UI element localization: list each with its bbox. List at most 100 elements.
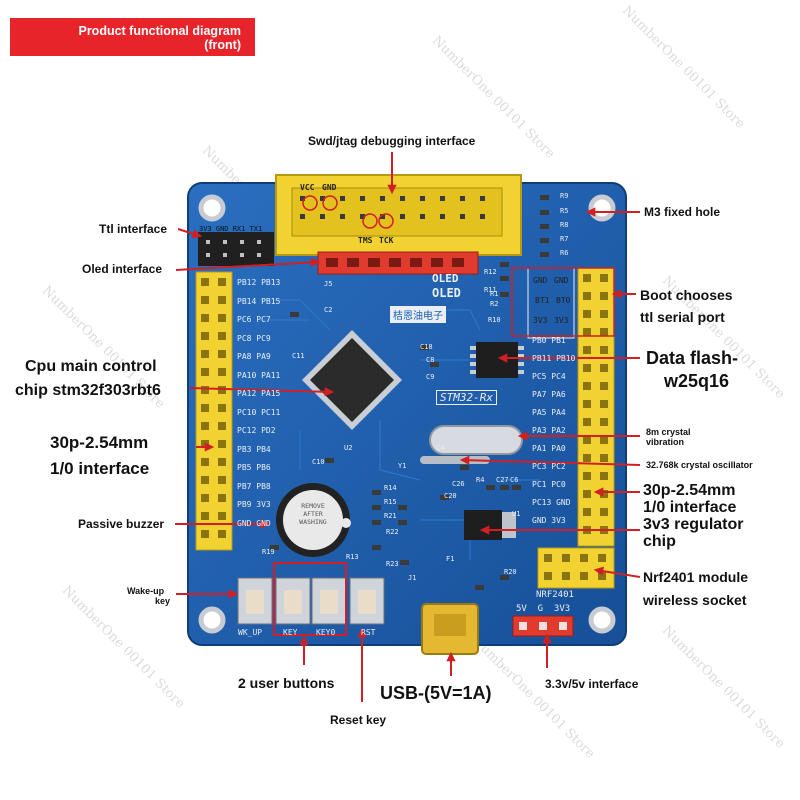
label-flash-2: w25q16 bbox=[664, 371, 730, 391]
ref-label: C20 bbox=[444, 492, 457, 500]
ref-label: C8 bbox=[426, 356, 435, 364]
pin-label: PB7 PB8 bbox=[237, 481, 271, 491]
ref-label: R9 bbox=[560, 192, 569, 200]
header-badge: Product functional diagram (front) bbox=[10, 18, 255, 56]
silk-chinese: 桔恩油电子 bbox=[390, 306, 446, 323]
pin-label: PA8 PA9 bbox=[237, 352, 271, 361]
label-xtal32k: 32.768k crystal oscillator bbox=[646, 460, 753, 470]
pin-label: GND GND bbox=[237, 518, 271, 528]
silk-3v3-a: 3V3 bbox=[533, 316, 548, 325]
pin-label: PC3 PC2 bbox=[532, 462, 566, 471]
tact-buttons bbox=[237, 562, 385, 636]
silk-nrf: NRF2401 bbox=[536, 590, 574, 600]
ref-label: R19 bbox=[262, 548, 275, 556]
label-wake-2: key bbox=[155, 596, 171, 606]
silk-bt0: BT0 bbox=[556, 296, 571, 305]
label-nrf-1: Nrf2401 module bbox=[643, 569, 749, 585]
silk-gnd: GND bbox=[322, 183, 337, 192]
ref-label: J5 bbox=[324, 280, 333, 288]
ref-label: C2 bbox=[324, 306, 333, 314]
silk-rst: RST bbox=[361, 628, 376, 637]
silk-key0: KEY0 bbox=[316, 628, 336, 637]
silk-bt1: BT1 bbox=[535, 296, 550, 305]
label-oled-interface: Oled interface bbox=[82, 262, 163, 276]
ref-label: R13 bbox=[346, 553, 359, 561]
ref-label: Y1 bbox=[398, 462, 407, 470]
pin-label: PA10 PA11 bbox=[237, 370, 281, 380]
label-m3-hole: M3 fixed hole bbox=[644, 205, 721, 219]
pin-label: PB11 PB10 bbox=[532, 354, 576, 363]
pin-label: PB3 PB4 bbox=[237, 444, 271, 454]
ref-label: R12 bbox=[484, 268, 497, 276]
label-nrf-2: wireless socket bbox=[643, 592, 747, 608]
silk-oled-2: OLED bbox=[432, 286, 461, 300]
label-cpu-1: Cpu main control bbox=[25, 358, 157, 375]
ref-label: R23 bbox=[386, 560, 399, 568]
label-3v3-5v-interface: 3.3v/5v interface bbox=[545, 677, 639, 691]
label-io-left-2: 1/0 interface bbox=[50, 459, 150, 478]
ref-label: R15 bbox=[384, 498, 397, 506]
label-buzzer: Passive buzzer bbox=[78, 517, 165, 531]
ref-label: R21 bbox=[384, 512, 397, 520]
pin-label: PA5 PA4 bbox=[532, 408, 566, 417]
label-io-right-2: 1/0 interface bbox=[643, 499, 737, 516]
ref-label: J1 bbox=[408, 574, 417, 582]
header-title: Product functional diagram bbox=[78, 24, 241, 38]
silk-tck: TCK bbox=[379, 236, 394, 245]
ref-label: C11 bbox=[292, 352, 305, 360]
pin-label: PC5 PC4 bbox=[532, 372, 566, 381]
pin-label: PC10 PC11 bbox=[237, 407, 281, 417]
silk-3v3-b: 3V3 bbox=[554, 316, 569, 325]
pin-label: PA7 PA6 bbox=[532, 390, 566, 399]
ref-label: R4 bbox=[476, 476, 485, 484]
pin-label: PC8 PC9 bbox=[237, 333, 271, 343]
label-ttl: Ttl interface bbox=[99, 222, 168, 236]
ref-label: C4 bbox=[436, 444, 445, 452]
ref-label: R14 bbox=[384, 484, 397, 492]
pin-label: PC12 PD2 bbox=[237, 426, 276, 435]
label-cpu-2: chip stm32f303rbt6 bbox=[15, 382, 161, 399]
mount-hole bbox=[198, 194, 616, 634]
pin-label: PC6 PC7 bbox=[237, 315, 271, 324]
label-flash-1: Data flash- bbox=[646, 348, 739, 368]
silk-wk-up: WK_UP bbox=[238, 628, 263, 637]
pin-label: PC1 PC0 bbox=[532, 480, 566, 489]
pin-label: PB0 PB1 bbox=[532, 336, 566, 345]
ref-label: F1 bbox=[446, 555, 455, 563]
ref-label: U1 bbox=[512, 510, 521, 518]
silk-ttl-pins: 3V3 GND RX1 TX1 bbox=[199, 225, 263, 233]
silk-tms: TMS bbox=[358, 236, 373, 245]
mcu-chip bbox=[302, 330, 402, 430]
ref-label: R1 bbox=[490, 290, 499, 298]
label-regulator-2: chip bbox=[643, 533, 676, 550]
pin-label: PB14 PB15 bbox=[237, 296, 281, 306]
pin-label: GND 3V3 bbox=[532, 516, 566, 525]
pin-label: PA3 PA2 bbox=[532, 426, 566, 435]
label-user-buttons: 2 user buttons bbox=[238, 675, 335, 691]
pin-label: PC13 GND bbox=[532, 498, 571, 507]
ref-label: R11 bbox=[484, 286, 497, 294]
buzzer-text: REMOVE AFTER WASHING bbox=[299, 502, 327, 526]
label-usb: USB-(5V=1A) bbox=[380, 683, 492, 703]
silk-key: KEY bbox=[283, 628, 298, 637]
ref-label: C6 bbox=[510, 476, 519, 484]
ref-label: R2 bbox=[490, 300, 499, 308]
pin-label: PA1 PA0 bbox=[532, 444, 566, 453]
label-swd: Swd/jtag debugging interface bbox=[308, 134, 476, 148]
label-regulator-1: 3v3 regulator bbox=[643, 516, 744, 533]
ref-label: C18 bbox=[420, 343, 433, 351]
label-boot-1: Boot chooses bbox=[640, 287, 733, 303]
label-wake-1: Wake-up bbox=[127, 586, 165, 596]
ref-label: R10 bbox=[488, 316, 501, 324]
ref-label: R22 bbox=[386, 528, 399, 536]
ref-label: R8 bbox=[560, 221, 569, 229]
ref-label: C9 bbox=[426, 373, 435, 381]
ref-label: U2 bbox=[344, 444, 353, 452]
label-reset-key: Reset key bbox=[330, 713, 387, 727]
pin-label: PB9 3V3 bbox=[237, 500, 271, 509]
header-subtitle: (front) bbox=[204, 38, 241, 52]
silk-stm: STM32-Rx bbox=[436, 390, 497, 405]
ref-label: R7 bbox=[560, 235, 569, 243]
silk-oled-1: OLED bbox=[432, 272, 459, 285]
